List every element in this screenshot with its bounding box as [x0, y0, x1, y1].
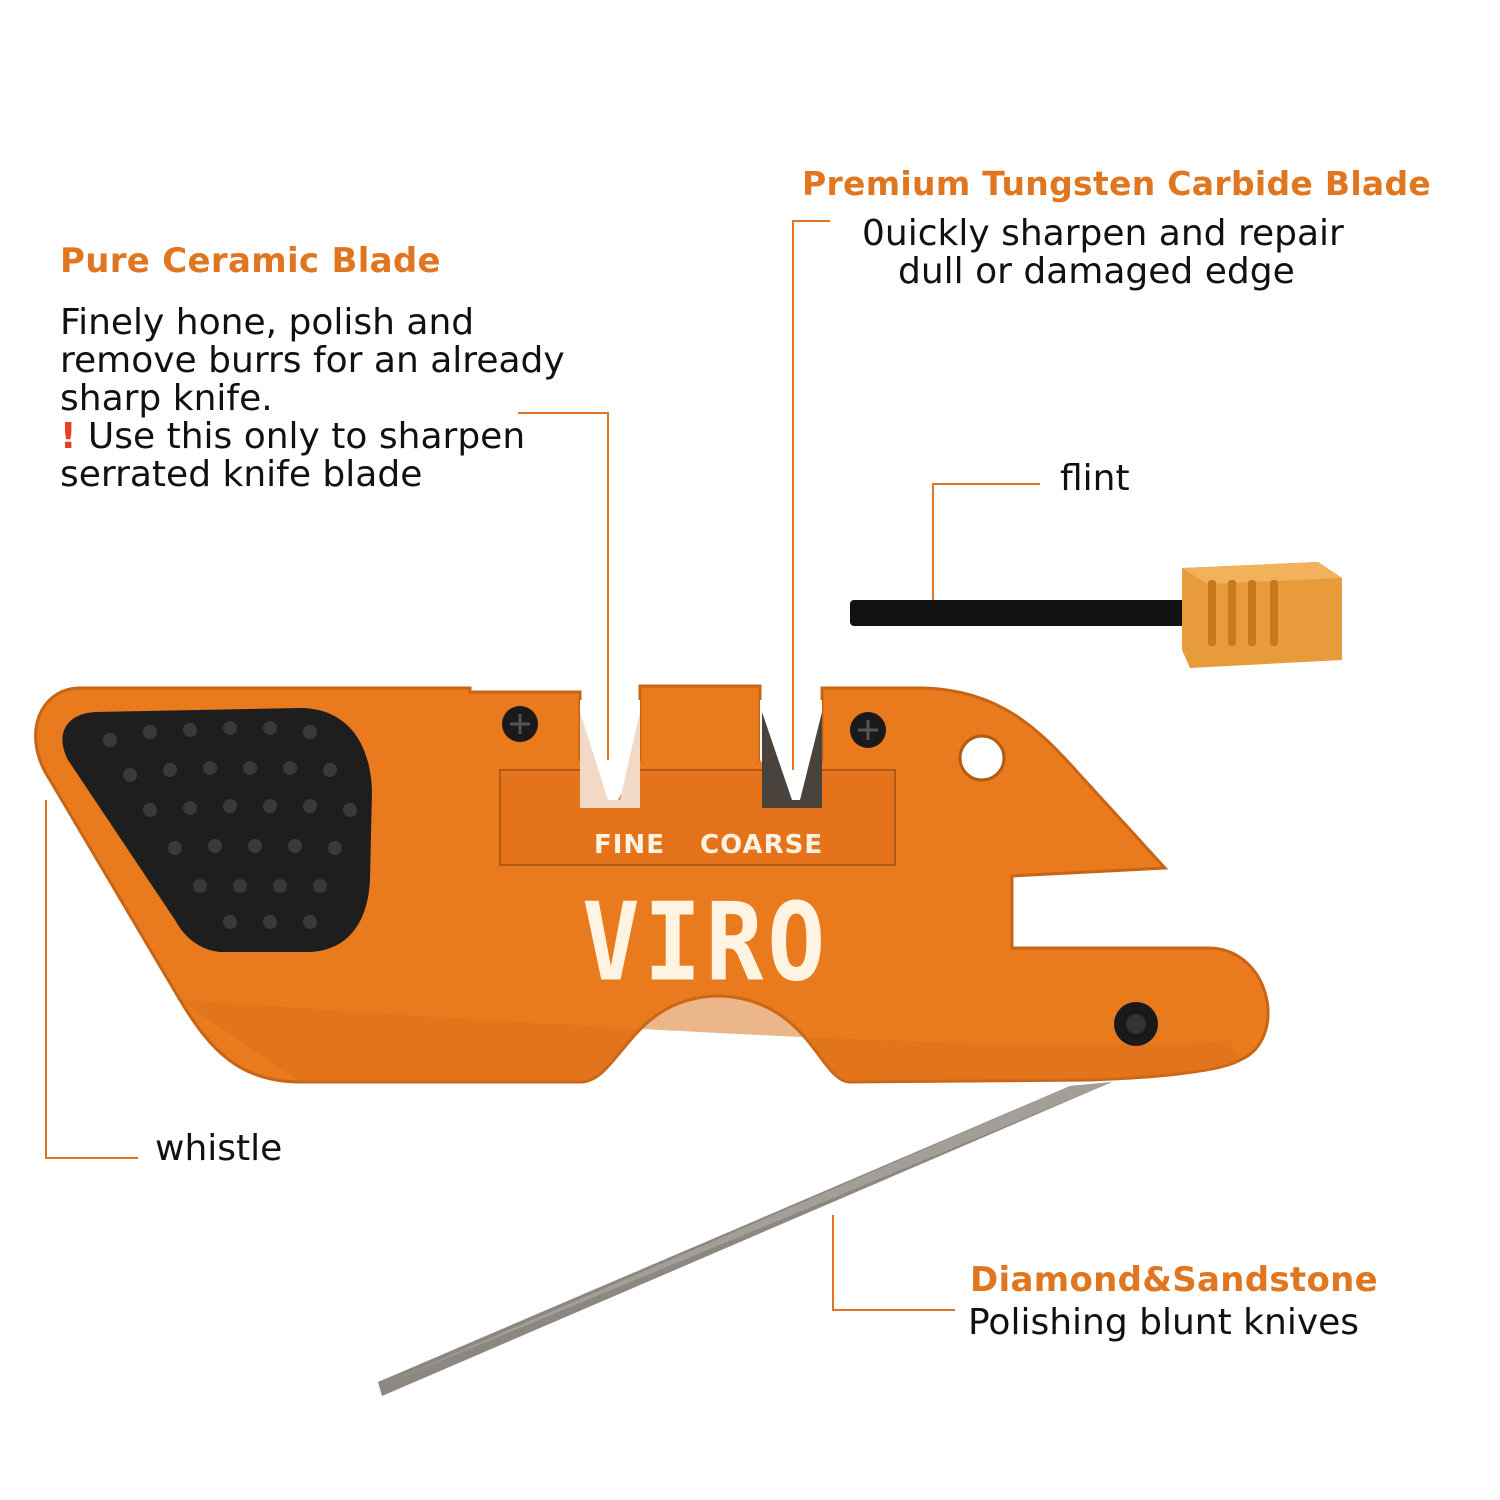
tungsten-desc-line-1: 0uickly sharpen and repair	[862, 213, 1344, 254]
slot-coarse-label: COARSE	[700, 830, 824, 860]
slot-fine-label: FINE	[594, 830, 665, 860]
tungsten-blade-title: Premium Tungsten Carbide Blade	[802, 164, 1432, 203]
lanyard-hole	[958, 734, 1006, 782]
diamond-desc: Polishing blunt knives	[968, 1302, 1360, 1343]
ceramic-warning-line-2: serrated knife blade	[60, 454, 423, 495]
ceramic-desc-line-2: remove burrs for an already	[60, 340, 565, 381]
rubber-grip	[62, 708, 373, 952]
screws	[502, 706, 1158, 1046]
flint-label: flint	[1060, 458, 1130, 499]
leader-lines	[45, 220, 1040, 1311]
tungsten-desc-line-2: dull or damaged edge	[898, 251, 1295, 292]
leader-ceramic	[518, 412, 609, 760]
whistle-label: whistle	[155, 1128, 283, 1169]
sharpening-slots	[499, 700, 896, 866]
leader-tungsten	[792, 220, 830, 770]
ceramic-blade-title: Pure Ceramic Blade	[60, 241, 441, 281]
leader-whistle	[45, 800, 138, 1159]
warning-text: Use this only to sharpen	[87, 416, 526, 457]
warning-mark: !	[60, 416, 77, 457]
ceramic-desc-line-1: Finely hone, polish and	[60, 302, 475, 343]
brand-logo-text: VIRO	[582, 880, 830, 1006]
flint-rod	[850, 562, 1342, 668]
leader-flint	[932, 483, 1040, 600]
diamond-rod	[378, 1082, 1112, 1396]
ceramic-warning-line-1: ! Use this only to sharpen	[60, 418, 525, 456]
diamond-title: Diamond&Sandstone	[970, 1260, 1378, 1300]
ceramic-desc-line-3: sharp knife.	[60, 378, 273, 419]
leader-diamond	[832, 1215, 955, 1311]
